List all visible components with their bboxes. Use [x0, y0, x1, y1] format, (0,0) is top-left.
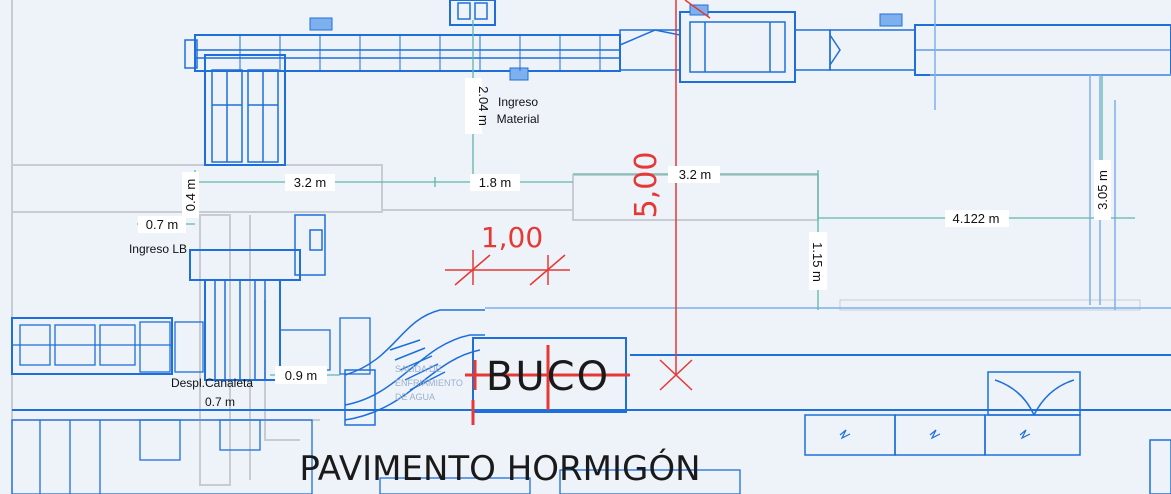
dimension-label: 4.122 m — [953, 211, 1000, 226]
upper-conveyor-rollers — [239, 35, 601, 71]
dimension-label: 3.05 m — [1095, 170, 1110, 210]
motor-icon — [879, 13, 903, 27]
motor-icon — [309, 17, 333, 31]
dimension-label: 3.2 m — [679, 167, 712, 182]
motor-icon — [509, 67, 529, 81]
faint-label: SALIDA DE — [395, 364, 442, 374]
dimension-label: 0.7 m — [205, 395, 235, 409]
text-labels: Ingreso Material Ingreso LB Despl.Canale… — [129, 95, 701, 489]
dimension-label: 0.4 m — [183, 179, 198, 212]
ingreso-material-label: Ingreso — [498, 95, 538, 109]
dimension-label: 2.04 m — [476, 86, 491, 126]
buco-box — [465, 337, 630, 425]
ingreso-lb-label: Ingreso LB — [129, 242, 187, 256]
dimension-label: 0.7 m — [146, 217, 179, 232]
red-dimension-500: 5,00 — [629, 152, 664, 219]
right-boxes — [804, 371, 1171, 494]
red-annotations — [445, 0, 711, 391]
upper-conveyor — [184, 0, 1171, 310]
pavimento-label: PAVIMENTO HORMIGÓN — [299, 448, 700, 489]
curved-chute — [344, 309, 485, 426]
dimension-label: 0.9 m — [285, 368, 318, 383]
faint-label: DE AGUA — [395, 392, 435, 402]
motor-icons — [309, 4, 903, 81]
dimension-label: 1.15 m — [810, 242, 825, 282]
red-dimension-100: 1,00 — [481, 221, 543, 254]
dimension-label: 1.8 m — [479, 175, 512, 190]
despl-canaleta-label: Despl.Canaleta — [171, 376, 253, 390]
buco-label: BUCO — [486, 354, 610, 400]
dimension-labels: 2.04 m 3.2 m 1.8 m 3.2 m 0.4 m 0.7 m 4.1… — [138, 78, 1111, 409]
dimension-label: 3.2 m — [294, 175, 327, 190]
faint-label: ENFRIAMIENTO — [395, 378, 463, 388]
vertical-machine-top — [204, 54, 286, 166]
left-equipment-block — [11, 317, 371, 375]
vertical-machine-bottom — [189, 214, 326, 381]
bottom-machinery — [11, 419, 741, 494]
main-track — [12, 307, 1171, 411]
ingreso-material-label: Material — [497, 112, 540, 126]
